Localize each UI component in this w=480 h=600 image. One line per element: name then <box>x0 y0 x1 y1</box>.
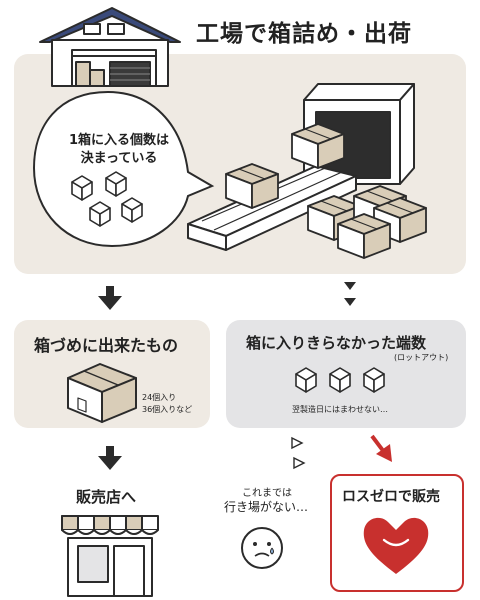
loss-zero-label: ロスゼロで販売 <box>342 489 440 505</box>
down-arrow-icon <box>98 456 122 470</box>
right-triangle-icon <box>293 456 306 470</box>
red-arrow-icon <box>376 444 392 462</box>
count-36: 36個入りなど <box>142 405 193 414</box>
down-triangle-icon <box>344 282 356 290</box>
down-triangle-icon <box>344 298 356 306</box>
page-title: 工場で箱詰め・出荷 <box>196 21 412 47</box>
right-triangle-icon <box>291 436 304 450</box>
nowhere-line-2: 行き場がない… <box>224 500 309 514</box>
leftover-heading: 箱に入りきらなかった端数 <box>246 334 427 352</box>
down-arrow-icon <box>98 296 122 310</box>
lot-out-label: (ロットアウト) <box>394 353 449 362</box>
bubble-line-1: 1箱に入る個数は <box>68 133 170 148</box>
nowhere-line-1: これまでは <box>242 488 292 499</box>
bubble-line-2: 決まっている <box>80 151 158 166</box>
bubble-text: 1箱に入る個数は 決まっている <box>44 132 194 168</box>
packed-heading: 箱づめに出来たもの <box>34 336 179 355</box>
store-label: 販売店へ <box>76 488 137 506</box>
leftover-note: 翌製造日にはまわせない… <box>292 405 388 414</box>
count-24: 24個入り <box>142 393 177 402</box>
